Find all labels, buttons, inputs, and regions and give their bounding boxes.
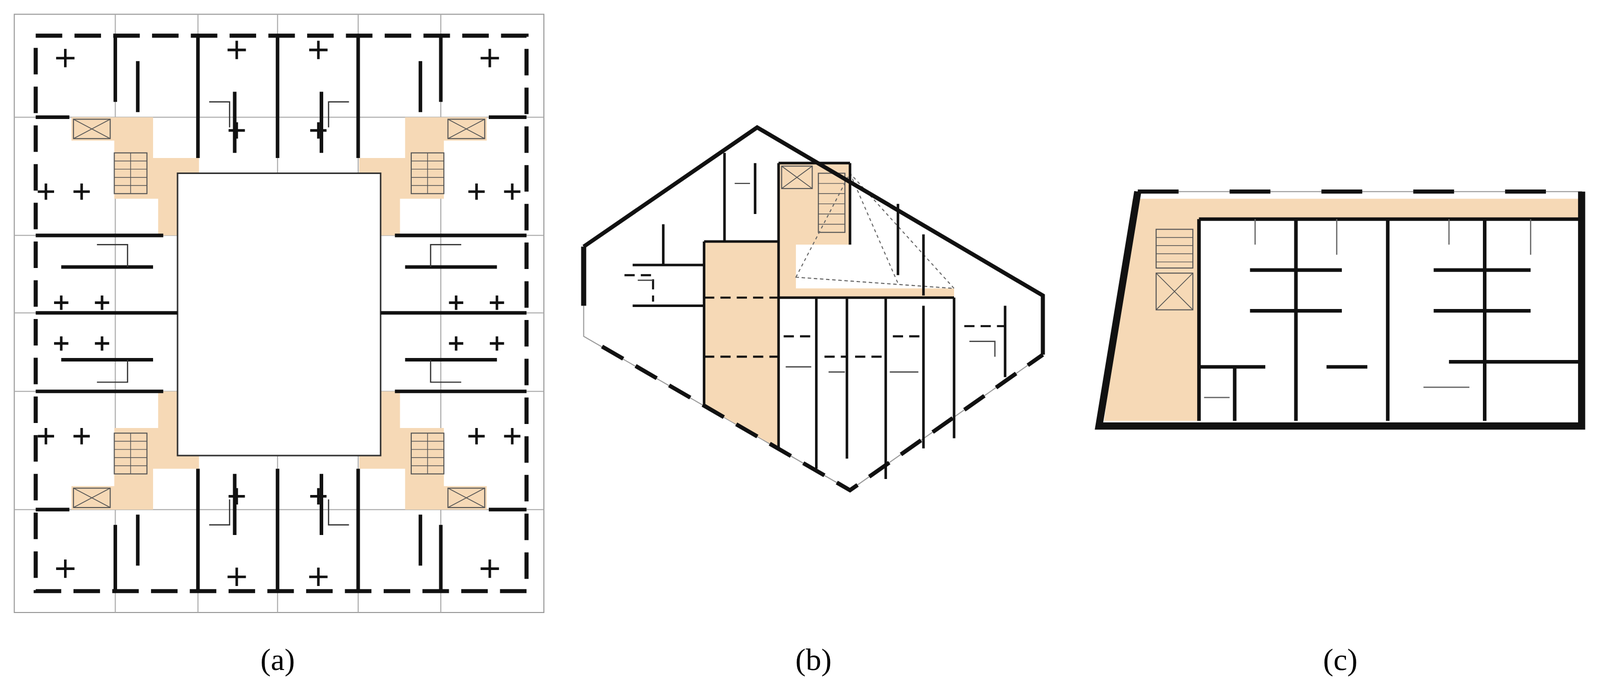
figure-label: (a) xyxy=(260,642,296,677)
plan-c xyxy=(1099,191,1582,427)
figure-label: (b) xyxy=(795,642,832,677)
plan-b xyxy=(583,127,1044,491)
plan-a xyxy=(14,14,545,613)
figure-label: (c) xyxy=(1323,642,1358,677)
